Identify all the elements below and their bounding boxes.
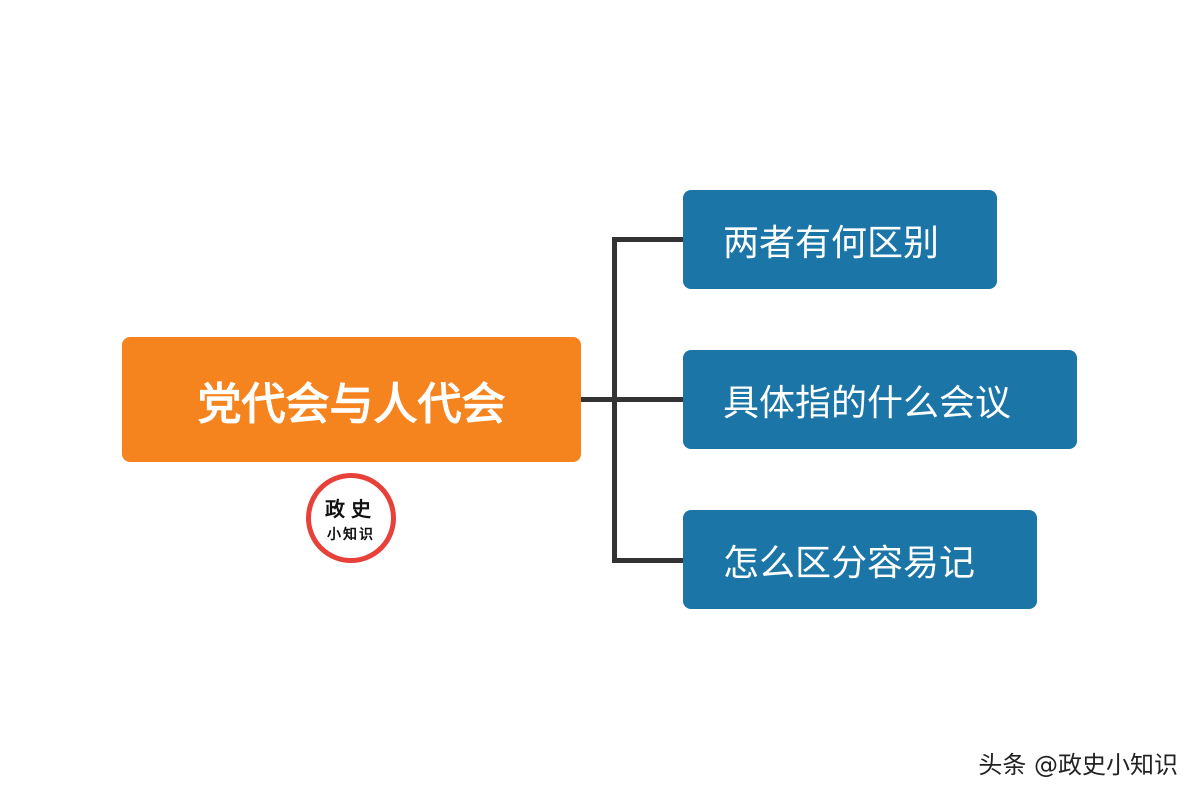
logo-line1: 政史 [325,496,377,521]
logo-seal: 政史 小知识 [306,473,396,563]
watermark: 头条 @政史小知识 [978,751,1178,779]
connector-branch-1 [612,237,684,242]
child-node-memorize: 怎么区分容易记 [683,510,1037,609]
logo-line2: 小知识 [327,526,375,543]
child-node-meetings: 具体指的什么会议 [683,350,1077,449]
connector-branch-3 [612,558,684,563]
connector-branch-2 [612,397,684,402]
child-node-differences: 两者有何区别 [683,190,997,289]
connector-root-trunk [581,397,617,402]
root-node: 党代会与人代会 [122,337,581,462]
